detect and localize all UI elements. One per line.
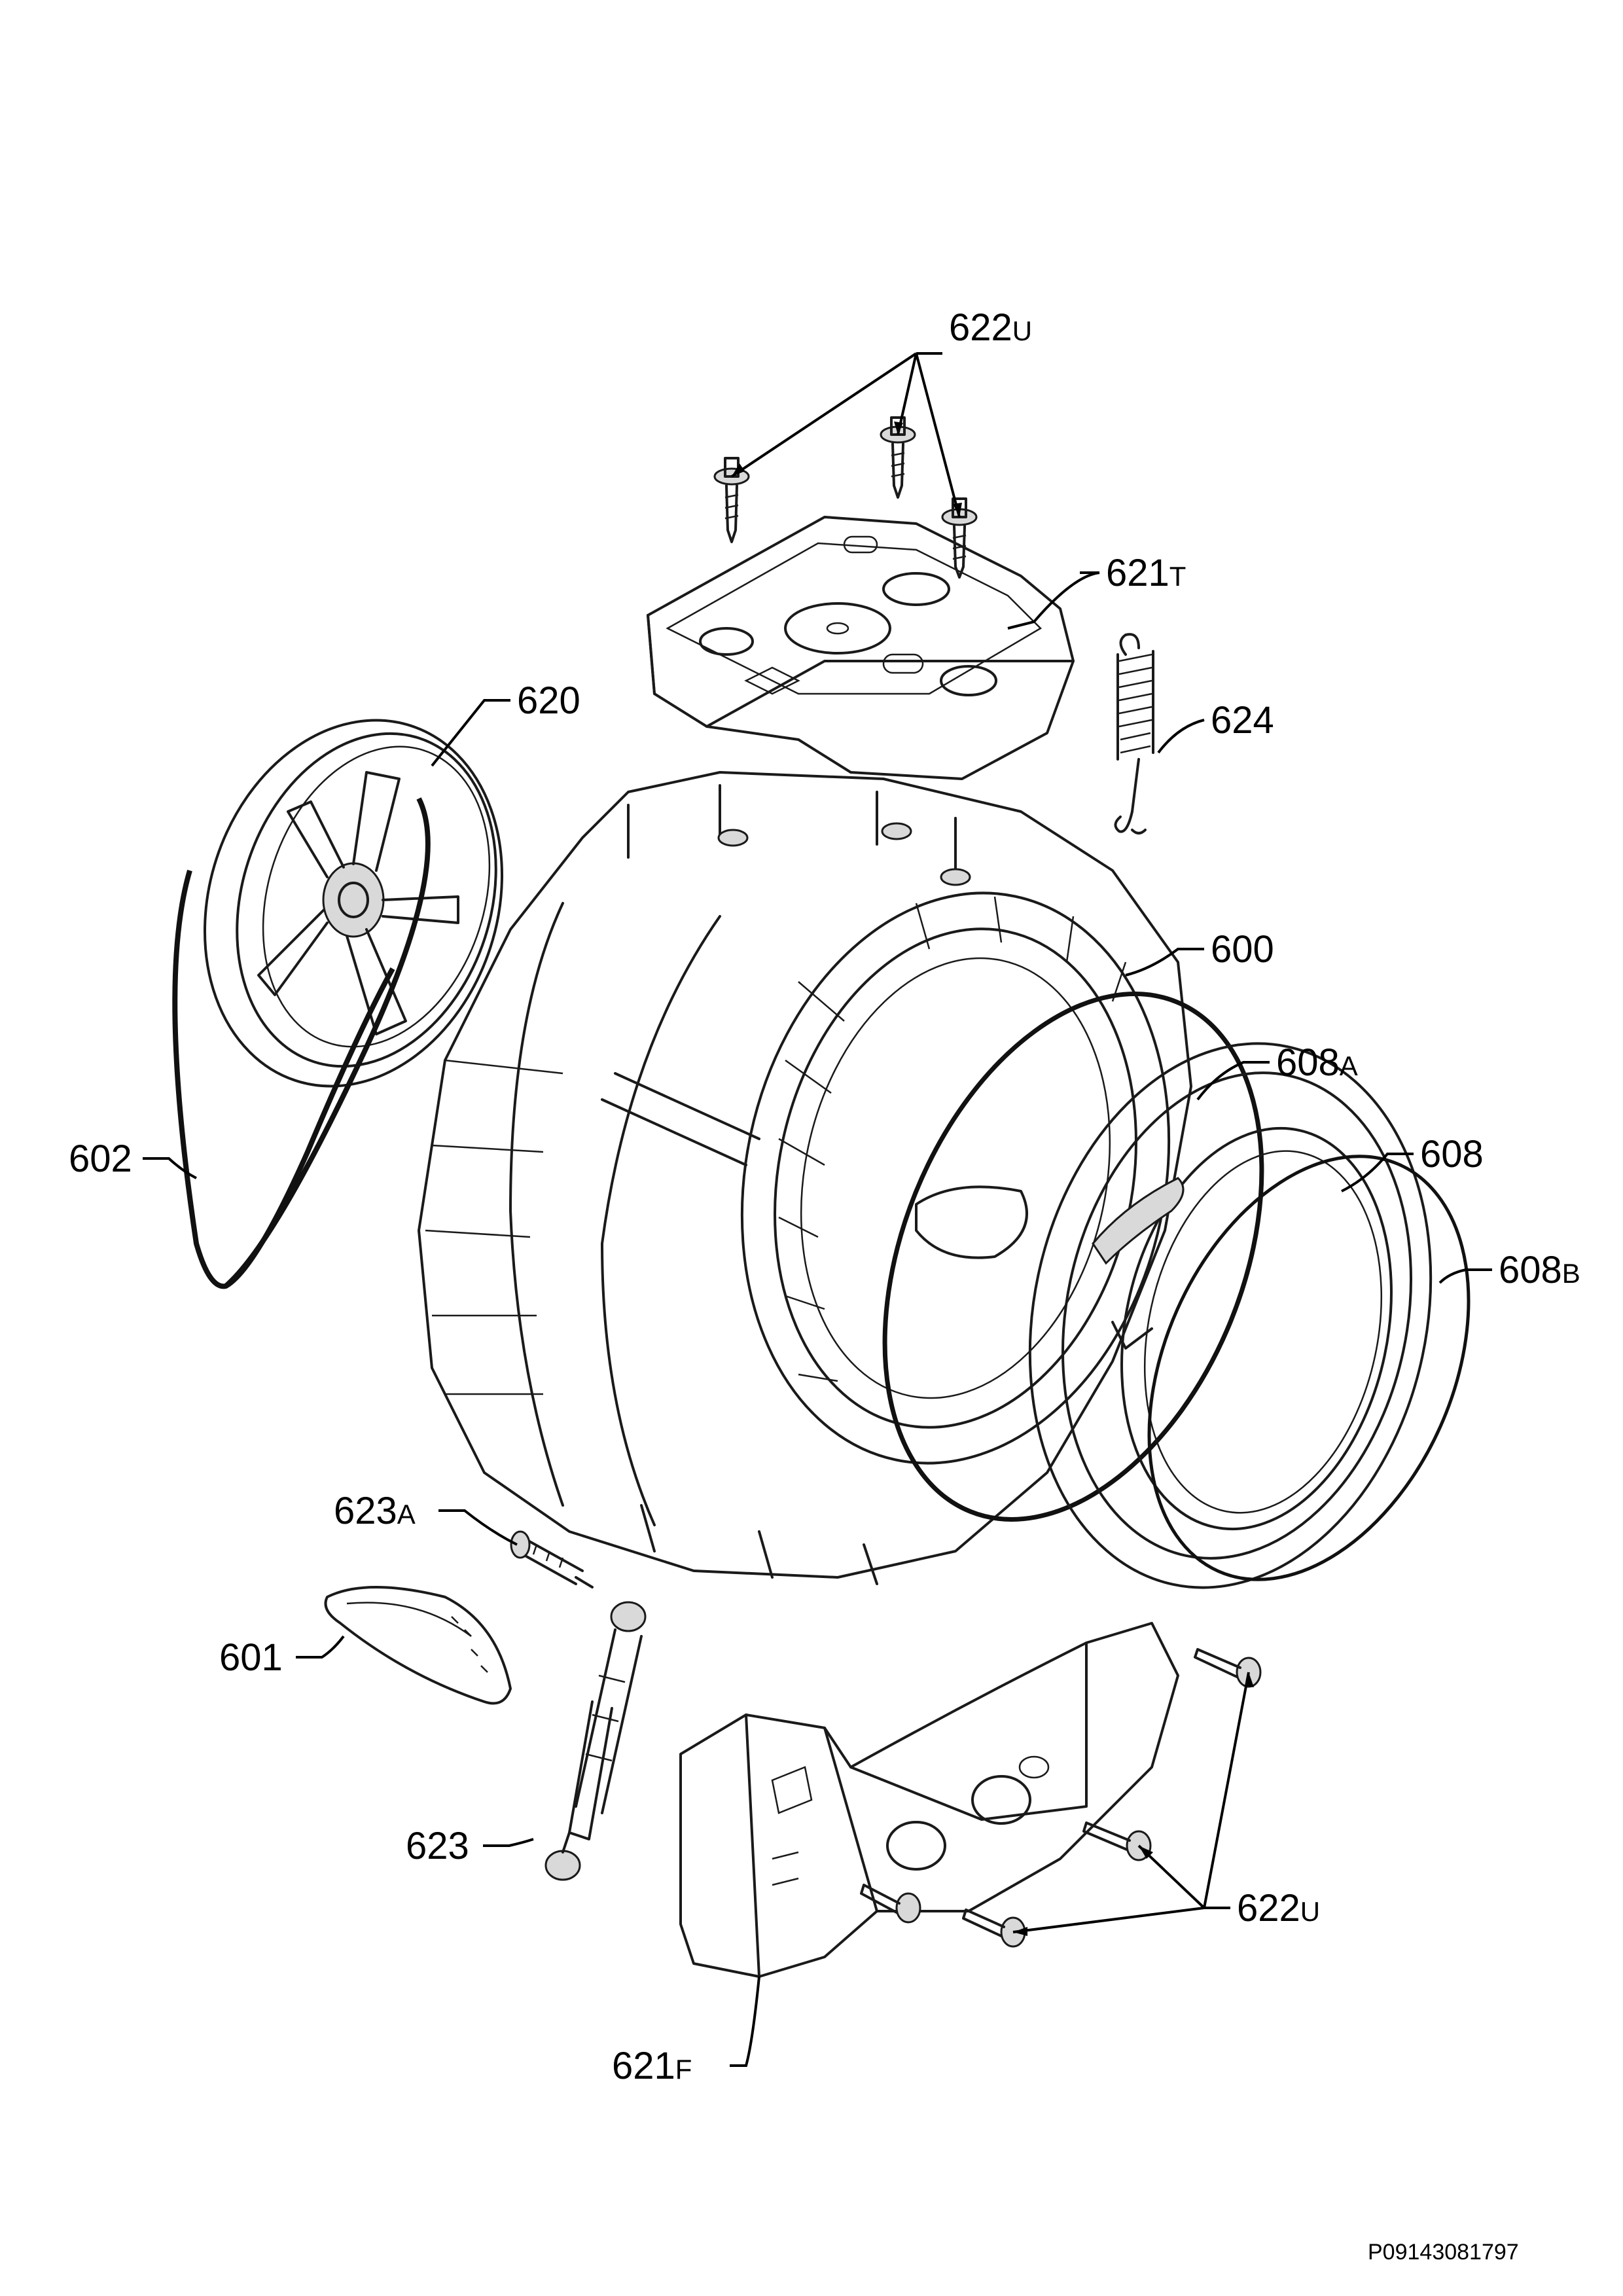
- leader-608a: [1196, 1061, 1270, 1101]
- leader-602: [143, 1157, 197, 1179]
- leader-623a: [438, 1509, 518, 1546]
- pulley-620: [203, 719, 504, 1088]
- callout-600: 600: [1211, 928, 1274, 971]
- leader-601: [296, 1635, 345, 1659]
- leader-623: [483, 1838, 534, 1847]
- screw-622u-bottom-2: [1082, 1821, 1152, 1861]
- spring-624: [1114, 633, 1154, 834]
- screw-622u-bottom-4: [962, 1909, 1026, 1948]
- document-id: P09143081797: [1368, 2240, 1519, 2265]
- callout-620: 620: [517, 679, 580, 722]
- paddle-601: [324, 1586, 512, 1705]
- door-seal-608: [1028, 1042, 1433, 1589]
- callout-601: 601: [219, 1636, 283, 1679]
- leader-600: [1125, 948, 1204, 977]
- callout-608b: 608B: [1499, 1249, 1580, 1291]
- callout-602: 602: [69, 1138, 132, 1180]
- shock-absorber-623: [544, 1601, 647, 1881]
- ring-608a: [882, 992, 1264, 1522]
- callout-608: 608: [1420, 1133, 1484, 1175]
- leader-621f: [730, 1976, 760, 2067]
- screw-622u-bottom-3: [860, 1884, 921, 1924]
- counterweight-621t: [647, 516, 1075, 780]
- pin-623a: [510, 1530, 594, 1588]
- clamp-608b: [1147, 1155, 1471, 1581]
- leader-608b: [1438, 1268, 1492, 1284]
- leader-624: [1157, 719, 1205, 754]
- leader-622u-bottom: [1012, 1672, 1254, 1936]
- counterweight-621f: [679, 1622, 1179, 1978]
- callout-608a: 608A: [1276, 1041, 1358, 1084]
- callout-622u-top: 622U: [949, 306, 1032, 349]
- tub-600: [418, 771, 1192, 1585]
- callout-621t: 621T: [1106, 552, 1186, 594]
- belt-602: [172, 797, 431, 1289]
- callout-623a: 623A: [334, 1490, 416, 1532]
- leader-621t: [1007, 571, 1100, 630]
- leader-608: [1341, 1153, 1414, 1193]
- callout-624: 624: [1211, 699, 1274, 742]
- callout-622u-bottom: 622U: [1237, 1887, 1320, 1929]
- leader-622u-top: [730, 352, 962, 518]
- leader-620: [431, 699, 510, 767]
- callout-623: 623: [406, 1825, 469, 1867]
- callout-621f: 621F: [612, 2045, 692, 2087]
